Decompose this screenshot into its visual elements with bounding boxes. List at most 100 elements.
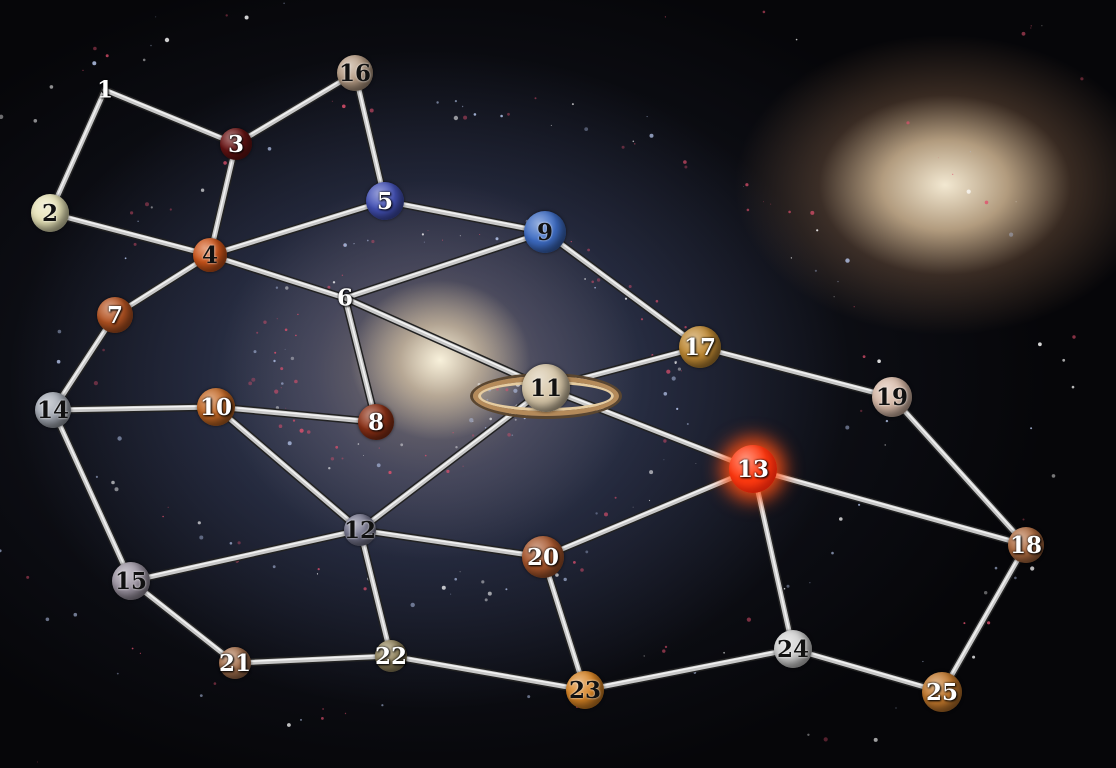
planet-icon bbox=[522, 536, 564, 578]
star-speck bbox=[45, 617, 50, 622]
star-speck bbox=[463, 115, 468, 120]
star-speck bbox=[371, 239, 375, 244]
star-speck bbox=[130, 211, 134, 215]
star-speck bbox=[275, 286, 279, 289]
planet-node-20[interactable]: 20 bbox=[522, 536, 564, 578]
planet-node-19[interactable]: 19 bbox=[872, 377, 912, 417]
star-speck bbox=[150, 44, 152, 47]
star-speck bbox=[290, 356, 295, 361]
star-speck bbox=[321, 717, 324, 720]
star-speck bbox=[527, 695, 531, 699]
planet-node-23[interactable]: 23 bbox=[566, 671, 604, 709]
star-speck bbox=[353, 243, 355, 245]
star-speck bbox=[316, 573, 319, 575]
star-speck bbox=[885, 419, 889, 423]
star-speck bbox=[306, 430, 311, 434]
star-speck bbox=[93, 381, 98, 386]
planet-node-3[interactable]: 3 bbox=[220, 128, 252, 160]
planet-number: 17 bbox=[683, 333, 716, 361]
star-speck bbox=[809, 582, 811, 584]
connection-3-16 bbox=[232, 69, 359, 148]
planet-node-8[interactable]: 8 bbox=[358, 404, 394, 440]
star-speck bbox=[484, 598, 488, 602]
star-speck bbox=[82, 69, 84, 71]
star-speck bbox=[1030, 25, 1032, 27]
star-speck bbox=[662, 649, 666, 653]
planet-node-13[interactable]: 13 bbox=[729, 445, 777, 493]
planet-node-11[interactable]: 11 bbox=[473, 364, 619, 416]
connection-12-22 bbox=[356, 526, 395, 660]
star-speck bbox=[421, 233, 424, 236]
star-speck bbox=[489, 417, 493, 421]
planet-node-4[interactable]: 4 bbox=[193, 238, 227, 272]
connection-10-12 bbox=[212, 403, 364, 534]
star-speck bbox=[655, 299, 659, 303]
star-speck bbox=[145, 202, 149, 207]
star-speck bbox=[584, 278, 586, 280]
planet-icon bbox=[112, 562, 150, 600]
star-speck bbox=[523, 417, 526, 420]
star-speck bbox=[436, 101, 439, 104]
planet-node-21[interactable]: 21 bbox=[219, 647, 251, 679]
planet-number: 24 bbox=[776, 635, 809, 663]
planet-node-7[interactable]: 7 bbox=[97, 297, 133, 333]
planet-node-9[interactable]: 9 bbox=[524, 211, 566, 253]
star-speck bbox=[807, 733, 810, 736]
planet-node-1[interactable]: 1 bbox=[97, 79, 113, 102]
planet-node-6[interactable]: 6 bbox=[337, 287, 353, 310]
planet-node-16[interactable]: 16 bbox=[337, 55, 373, 91]
star-speck bbox=[823, 737, 828, 742]
planet-node-17[interactable]: 17 bbox=[679, 326, 721, 368]
star-speck bbox=[331, 100, 333, 102]
star-speck bbox=[284, 328, 288, 332]
star-speck bbox=[251, 377, 256, 382]
star-speck bbox=[762, 10, 766, 14]
star-speck bbox=[116, 672, 119, 675]
star-speck bbox=[683, 160, 687, 164]
star-speck bbox=[281, 382, 284, 385]
star-speck bbox=[745, 183, 749, 187]
star-speck bbox=[56, 359, 61, 364]
star-speck bbox=[963, 622, 966, 625]
star-speck bbox=[378, 447, 380, 449]
planet-node-12[interactable]: 12 bbox=[344, 514, 376, 546]
star-speck bbox=[471, 434, 475, 437]
star-speck bbox=[1030, 427, 1033, 430]
star-speck bbox=[278, 424, 283, 429]
planet-node-5[interactable]: 5 bbox=[366, 182, 404, 220]
star-speck bbox=[858, 503, 861, 506]
connection-13-20 bbox=[539, 465, 757, 561]
planet-node-10[interactable]: 10 bbox=[197, 388, 235, 426]
star-speck bbox=[442, 239, 443, 241]
planet-node-22[interactable]: 22 bbox=[375, 640, 407, 672]
planet-node-2[interactable]: 2 bbox=[31, 194, 69, 232]
planet-node-14[interactable]: 14 bbox=[35, 392, 71, 428]
star-speck bbox=[328, 467, 331, 470]
planet-node-24[interactable]: 24 bbox=[774, 630, 812, 668]
star-speck bbox=[969, 151, 971, 153]
star-speck bbox=[677, 367, 682, 371]
star-speck bbox=[853, 306, 855, 308]
star-speck bbox=[459, 571, 461, 573]
star-speck bbox=[164, 37, 170, 43]
planet-node-25[interactable]: 25 bbox=[922, 672, 962, 712]
planet-number: 7 bbox=[106, 301, 123, 329]
star-speck bbox=[139, 652, 141, 654]
connection-25-18 bbox=[938, 541, 1030, 696]
star-speck bbox=[984, 200, 989, 205]
star-speck bbox=[424, 454, 427, 457]
connection-9-17 bbox=[541, 228, 704, 351]
planet-node-18[interactable]: 18 bbox=[1008, 527, 1044, 563]
star-speck bbox=[1009, 232, 1014, 237]
star-speck bbox=[1080, 77, 1084, 81]
planet-node-15[interactable]: 15 bbox=[112, 562, 150, 600]
star-speck bbox=[237, 541, 241, 545]
star-speck bbox=[816, 229, 819, 232]
star-speck bbox=[507, 433, 511, 437]
star-speck bbox=[446, 469, 450, 473]
star-speck bbox=[357, 443, 360, 445]
connection-6-9 bbox=[341, 228, 549, 302]
star-speck bbox=[200, 188, 205, 192]
star-speck bbox=[966, 189, 971, 194]
star-speck bbox=[505, 588, 508, 591]
